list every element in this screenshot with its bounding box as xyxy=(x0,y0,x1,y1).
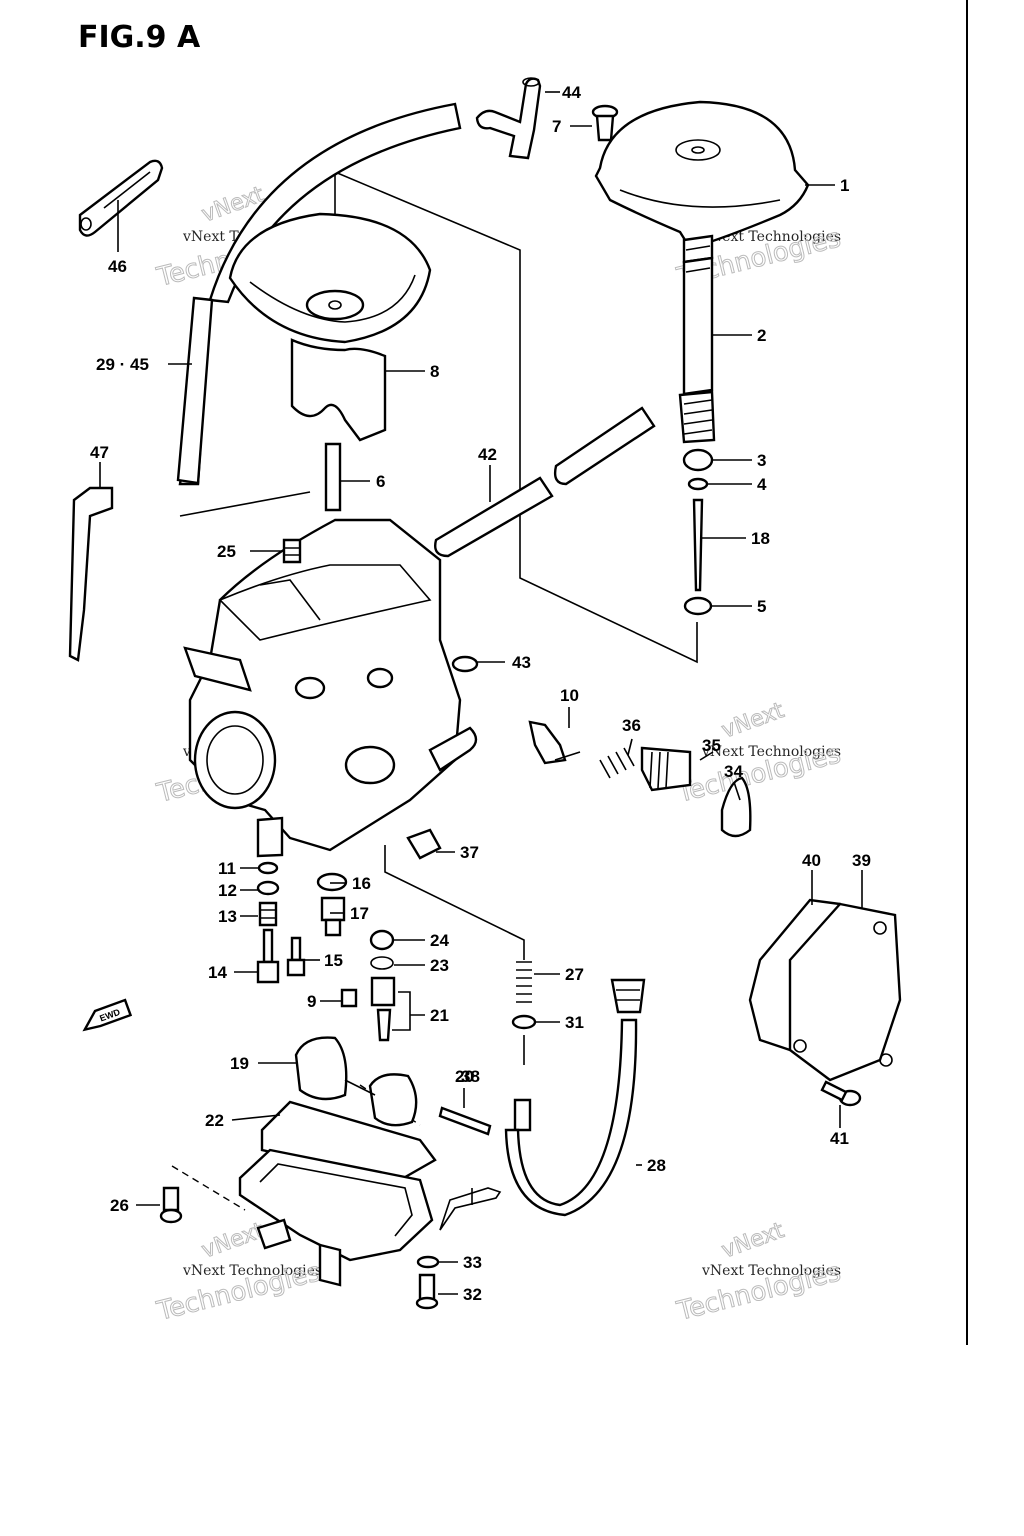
callout-33: 33 xyxy=(463,1253,482,1272)
starter-nut xyxy=(640,746,692,792)
callout-25: 25 xyxy=(217,542,236,561)
chamber-bolt xyxy=(256,1218,292,1250)
callout-44: 44 xyxy=(562,83,581,102)
callout-17: 17 xyxy=(350,904,369,923)
top-cap xyxy=(594,100,810,250)
callout-14: 14 xyxy=(208,963,227,982)
callout-38: 38 xyxy=(461,1067,480,1086)
callout-46: 46 xyxy=(108,257,127,276)
figure-title: FIG.9 A xyxy=(78,20,201,55)
callout-1: 1 xyxy=(840,176,849,195)
callout-35: 35 xyxy=(702,736,721,755)
float xyxy=(294,1036,418,1127)
idle-screw xyxy=(282,538,302,564)
watermark-middle-right: vNext Technologies vNext Technologies xyxy=(673,698,844,810)
callout-47: 47 xyxy=(90,443,109,462)
callout-24: 24 xyxy=(430,931,449,950)
callout-12: 12 xyxy=(218,881,237,900)
callout-10: 10 xyxy=(560,686,579,705)
callout-7: 7 xyxy=(552,117,561,136)
callout-42: 42 xyxy=(478,445,497,464)
callout-15: 15 xyxy=(324,951,343,970)
starter-plunger xyxy=(528,720,581,765)
piston-spring xyxy=(678,234,716,444)
callout-13: 13 xyxy=(218,907,237,926)
needle-jet xyxy=(324,442,342,512)
svg-text:vNext Technologies: vNext Technologies xyxy=(701,1263,841,1279)
callout-numbers: 1 2 3 4 5 6 7 8 9 10 11 12 13 14 15 16 1… xyxy=(90,83,871,1304)
svg-text:vNext Technologies: vNext Technologies xyxy=(182,1263,322,1279)
callout-11: 11 xyxy=(218,859,236,878)
svg-text:vNext: vNext xyxy=(719,698,788,744)
svg-text:vNext: vNext xyxy=(199,1218,268,1264)
float-chamber xyxy=(238,1100,437,1287)
callout-6: 6 xyxy=(376,472,385,491)
cap-screw xyxy=(591,104,619,142)
float-pin xyxy=(438,1106,492,1136)
drain-line xyxy=(439,1187,502,1231)
hose-clip xyxy=(78,159,164,237)
front-direction-arrow: EWD xyxy=(82,998,133,1032)
callout-39: 39 xyxy=(852,851,871,870)
diaphragm-piston xyxy=(228,212,432,442)
carburetor-body xyxy=(183,518,478,858)
callout-37: 37 xyxy=(460,843,479,862)
o-ring-small xyxy=(451,655,479,673)
chamber-screw xyxy=(159,1186,183,1224)
starter-cap xyxy=(720,776,752,838)
t-fitting xyxy=(475,77,542,160)
breather-hose xyxy=(68,486,114,662)
callout-8: 8 xyxy=(430,362,439,381)
callout-31: 31 xyxy=(565,1013,584,1032)
callout-18: 18 xyxy=(751,529,770,548)
callout-40: 40 xyxy=(802,851,821,870)
callout-26: 26 xyxy=(110,1196,129,1215)
callout-20: 20 xyxy=(455,1067,474,1086)
callout-29-45: 29 · 45 xyxy=(96,355,149,374)
callout-19: 19 xyxy=(230,1054,249,1073)
callout-22: 22 xyxy=(205,1111,224,1130)
callout-23: 23 xyxy=(430,956,449,975)
svg-text:vNext: vNext xyxy=(719,1218,788,1264)
rubber-plug xyxy=(406,828,442,860)
callout-41: 41 xyxy=(830,1129,849,1148)
cover-screw xyxy=(820,1080,862,1107)
leader-lines xyxy=(99,91,863,1295)
callout-2: 2 xyxy=(757,326,766,345)
callout-34: 34 xyxy=(724,762,743,781)
callout-4: 4 xyxy=(757,475,767,494)
callout-43: 43 xyxy=(512,653,531,672)
jet-parts xyxy=(256,861,396,1042)
throttle-spring xyxy=(511,961,537,1030)
callout-36: 36 xyxy=(622,716,641,735)
page-edge-line xyxy=(966,0,968,1345)
drain-tube xyxy=(434,406,656,558)
needle-parts xyxy=(682,448,714,616)
throttle-cable xyxy=(504,978,646,1217)
svg-text:vNext Technologies: vNext Technologies xyxy=(701,744,841,760)
drain-screw xyxy=(415,1255,440,1310)
starter-spring xyxy=(599,747,635,779)
callout-9: 9 xyxy=(307,992,316,1011)
callout-27: 27 xyxy=(565,965,584,984)
callout-32: 32 xyxy=(463,1285,482,1304)
watermark-bottom-right: vNext Technologies vNext Technologies xyxy=(673,1218,844,1328)
callout-3: 3 xyxy=(757,451,766,470)
top-cover xyxy=(788,902,902,1082)
callout-5: 5 xyxy=(757,597,766,616)
callout-16: 16 xyxy=(352,874,371,893)
callout-21: 21 xyxy=(430,1006,449,1025)
callout-28: 28 xyxy=(647,1156,666,1175)
